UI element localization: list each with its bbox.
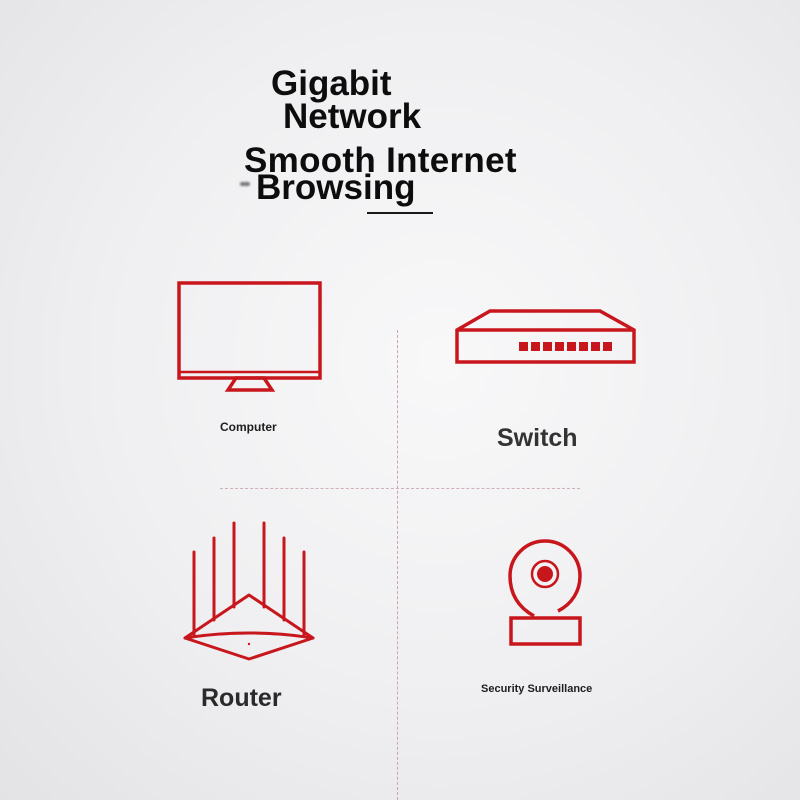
- device-label-computer: Computer: [220, 420, 277, 434]
- device-label-security: Security Surveillance: [481, 683, 593, 695]
- security-camera-icon: [508, 539, 582, 646]
- headline-line-1: Gigabit: [271, 64, 392, 103]
- vertical-divider: [397, 330, 398, 800]
- device-label-router: Router: [201, 684, 282, 712]
- horizontal-divider: [220, 488, 580, 489]
- device-label-switch: Switch: [497, 424, 578, 452]
- router-icon: [183, 521, 315, 661]
- headline-line-3: Smooth Internet: [244, 141, 517, 180]
- headline-line-4: Browsing: [256, 168, 416, 207]
- network-switch-icon: [455, 309, 636, 364]
- headline-underline: [367, 212, 433, 214]
- headline-line-2: Network: [283, 97, 422, 136]
- smudge-mark: [240, 182, 250, 186]
- monitor-icon: [177, 281, 322, 392]
